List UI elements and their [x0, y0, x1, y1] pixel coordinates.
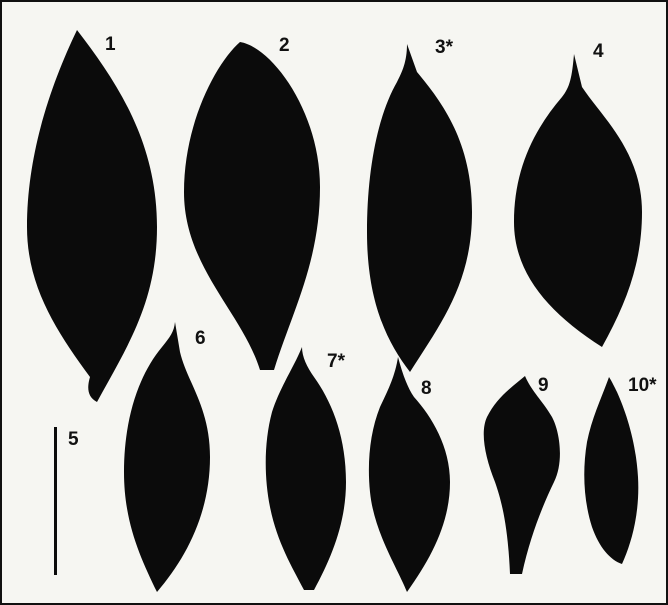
leaf-silhouette-10 — [584, 377, 638, 564]
leaf-silhouette-3 — [367, 44, 472, 372]
leaf-silhouette-9 — [484, 376, 560, 574]
scale-bar — [54, 427, 57, 575]
specimen-label-5: 5 — [68, 430, 79, 449]
leaf-silhouette-7 — [266, 347, 346, 590]
specimen-label-10: 10* — [628, 376, 657, 395]
specimen-label-3: 3* — [435, 38, 453, 57]
specimen-label-7: 7* — [327, 352, 345, 371]
leaf-silhouette-4 — [514, 54, 642, 347]
specimen-label-1: 1 — [105, 35, 116, 54]
specimen-label-2: 2 — [279, 36, 290, 55]
leaf-silhouette-6 — [124, 322, 210, 592]
specimen-label-8: 8 — [421, 379, 432, 398]
leaf-silhouette-8 — [369, 357, 450, 592]
leaf-silhouette-2 — [184, 42, 320, 370]
leaf-silhouette-1 — [27, 30, 157, 402]
specimen-label-4: 4 — [593, 42, 604, 61]
specimen-label-6: 6 — [195, 329, 206, 348]
specimen-label-9: 9 — [538, 376, 549, 395]
